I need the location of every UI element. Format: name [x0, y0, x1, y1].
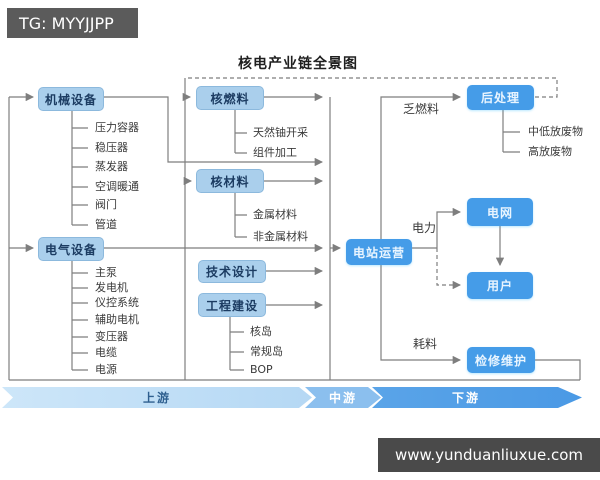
bracket-fuel [234, 110, 247, 154]
stage-downstream-label: 下游 [451, 391, 480, 405]
sub-item-low-mid-waste: 中低放废物 [528, 125, 583, 138]
sub-item-bop: BOP [250, 363, 273, 376]
bracket-material [234, 193, 247, 238]
sub-item-pressurizer: 稳压器 [95, 141, 128, 154]
sub-item-metal-material: 金属材料 [253, 208, 297, 221]
sub-item-hvac: 空调暖通 [95, 180, 139, 193]
node-reprocessing: 后处理 [467, 85, 534, 110]
node-plant-operation: 电站运营 [346, 239, 412, 265]
sub-item-ic-system: 仪控系统 [95, 296, 139, 309]
node-electrical-equipment: 电气设备 [38, 237, 104, 261]
stage-upstream-label: 上游 [142, 391, 171, 405]
node-mechanical-equipment: 机械设备 [38, 87, 104, 111]
stage-midstream: 中游 [305, 387, 381, 408]
edge-label-spent-fuel: 乏燃料 [403, 102, 440, 116]
tg-badge: TG: MYYJJPP [7, 8, 138, 38]
sub-item-nuclear-island: 核岛 [250, 325, 272, 338]
stage-upstream: 上游 [2, 387, 312, 408]
sub-item-assembly-processing: 组件加工 [253, 146, 297, 159]
node-maintenance: 检修维护 [467, 347, 535, 373]
sub-item-pressure-vessel: 压力容器 [95, 121, 139, 134]
sub-item-cable: 电缆 [95, 346, 117, 359]
stage-downstream: 下游 [372, 387, 582, 408]
sub-item-generator: 发电机 [95, 281, 128, 294]
watermark-bar: www.yunduanliuxue.com [378, 438, 600, 472]
sub-item-conventional-island: 常规岛 [250, 345, 283, 358]
node-nuclear-material: 核材料 [196, 169, 264, 193]
node-power-grid: 电网 [467, 198, 533, 226]
sub-item-evaporator: 蒸发器 [95, 160, 128, 173]
edge-label-consumables: 耗料 [413, 337, 438, 351]
bracket-construction [229, 317, 244, 371]
sub-item-high-waste: 高放废物 [528, 145, 572, 158]
sub-item-nonmetal-material: 非金属材料 [253, 230, 308, 243]
sub-item-transformer: 变压器 [95, 330, 128, 343]
edge-maintenance-loop [535, 359, 581, 380]
node-nuclear-fuel: 核燃料 [196, 86, 264, 110]
stage-midstream-label: 中游 [328, 391, 357, 405]
sub-item-valve: 阀门 [95, 198, 117, 211]
node-engineering-construction: 工程建设 [198, 293, 266, 317]
page-title: 核电产业链全景图 [238, 56, 358, 72]
edge-power-to-user-dashed [436, 248, 462, 290]
sub-item-uranium-mining: 天然铀开采 [253, 126, 308, 139]
bracket-reprocess [502, 110, 520, 153]
sub-item-main-pump: 主泵 [95, 266, 117, 279]
sub-item-power-supply: 电源 [95, 363, 117, 376]
edge-recycle-dashed [186, 77, 558, 98]
bracket-mech [71, 111, 88, 226]
node-technical-design: 技术设计 [198, 260, 266, 283]
edge-mech-out [104, 96, 324, 167]
bracket-elec [71, 261, 88, 371]
edge-spent-fuel-line [380, 92, 462, 239]
sub-item-aux-motor: 辅助电机 [95, 313, 139, 326]
node-end-user: 用户 [467, 272, 533, 299]
edge-label-power: 电力 [412, 221, 437, 235]
sub-item-piping: 管道 [95, 218, 117, 231]
edge-consumables-line [380, 264, 462, 365]
edge-power-to-grid [436, 207, 462, 248]
